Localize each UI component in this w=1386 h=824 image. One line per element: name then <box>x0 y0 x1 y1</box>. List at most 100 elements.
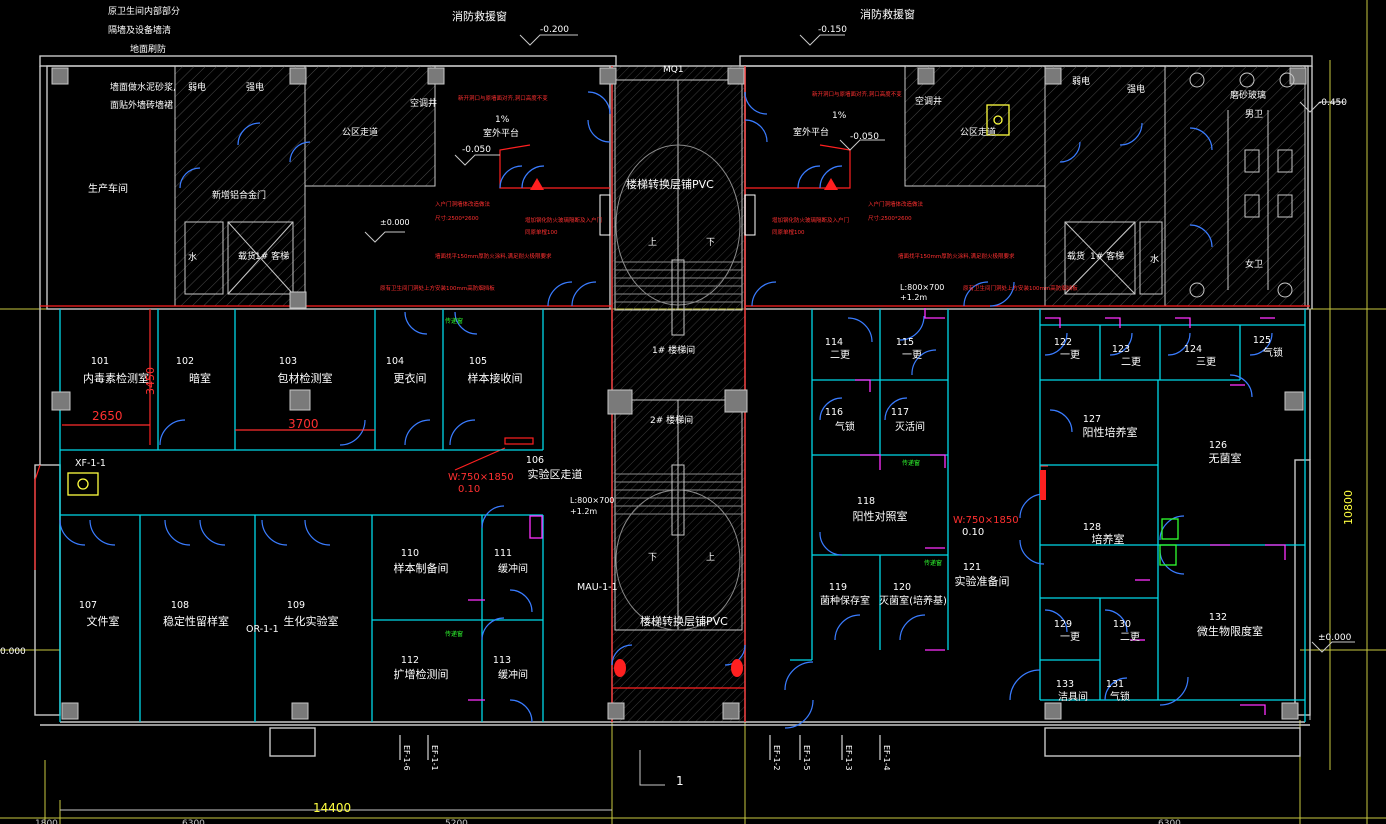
room-num: 131 <box>1106 679 1124 690</box>
room-num: 127 <box>1083 414 1101 425</box>
note-top-left-2: 隔墙及设备墙清 <box>108 24 171 36</box>
room-num: 107 <box>79 600 97 611</box>
label-strong-left: 强电 <box>246 81 264 93</box>
room-num: 122 <box>1054 337 1072 348</box>
label-weak-left: 弱电 <box>188 81 206 93</box>
tag-louver-right: L:800×700 <box>900 283 944 292</box>
room-num: 110 <box>401 548 419 559</box>
label-ac-shaft-left: 空调井 <box>410 97 437 109</box>
elevator-shafts <box>184 221 1163 295</box>
label-stair-pvc-bottom: 楼梯转换层铺PVC <box>640 614 728 628</box>
dim-3700: 3700 <box>288 417 319 431</box>
room-num: 117 <box>891 407 909 418</box>
tag-ef-5: EF-1-5 <box>802 745 811 771</box>
room-name: 无菌室 <box>1209 451 1242 465</box>
room-num: 116 <box>825 407 843 418</box>
room-name: 微生物限度室 <box>1197 624 1263 638</box>
room-num: 108 <box>171 600 189 611</box>
room-name: 二更 <box>1120 631 1140 643</box>
red-note-left-4: 增加钢化防火玻璃隔断及入户门 <box>525 216 602 224</box>
red-boundary <box>34 66 1310 722</box>
red-note-left-3: 尺寸:2500*2600 <box>435 214 479 222</box>
red-note-left-5: 同原单樘100 <box>525 228 558 236</box>
room-name: 扩增检测间 <box>394 667 449 681</box>
room-name: 菌种保存室 <box>820 594 870 607</box>
upper-area-labels: 生产车间 弱电 强电 公区走道 新增铝合金门 空调井 空调井 1% 1% 室外平… <box>88 75 1266 628</box>
room-name: 洁具间 <box>1058 690 1088 703</box>
room-name: 实验准备间 <box>955 574 1010 588</box>
dim-2650: 2650 <box>92 409 123 423</box>
room-num: 123 <box>1112 344 1130 355</box>
tag-mau: MAU-1-1 <box>577 582 618 593</box>
label-goods-right: 载货 <box>1067 250 1085 262</box>
room-num: 109 <box>287 600 305 611</box>
elev-right-side: ±0.000 <box>1318 633 1352 643</box>
room-num: 128 <box>1083 522 1101 533</box>
dim-5200: 5200 <box>445 819 468 824</box>
top-notes: 原卫生间内部部分 隔墙及设备墙清 地面刷防 墙面做水泥砂浆, 面贴外墙砖墙裙 <box>108 5 180 111</box>
dim-14400: 14400 <box>313 801 351 815</box>
label-strong-right: 强电 <box>1127 83 1145 95</box>
room-name: 阳性培养室 <box>1083 425 1138 439</box>
tag-pass-box: 传递窗 <box>902 459 920 467</box>
label-corridor-left: 公区走道 <box>342 126 378 138</box>
label-up-1: 上 <box>648 237 657 248</box>
room-num: 126 <box>1209 440 1227 451</box>
tag-window-right-sill: 0.10 <box>962 527 984 538</box>
dimension-lines-bottom <box>60 310 1311 811</box>
label-aluminium-door: 新增铝合金门 <box>212 189 266 201</box>
label-platform-right: 室外平台 <box>793 126 829 138</box>
room-name: 一更 <box>902 349 922 361</box>
room-num: 129 <box>1054 619 1072 630</box>
room-num: 112 <box>401 655 419 666</box>
room-name: 缓冲间 <box>498 562 528 575</box>
room-num: 103 <box>279 356 297 367</box>
label-stair-2: 2# 楼梯间 <box>650 414 693 426</box>
dim-3450: 3450 <box>144 367 157 395</box>
room-name: 缓冲间 <box>498 668 528 681</box>
elev-far-right: -0.450 <box>1318 98 1347 108</box>
label-stair-1: 1# 楼梯间 <box>652 344 695 356</box>
tag-ef-4: EF-1-4 <box>882 745 891 771</box>
red-note-right-2: 入户门洞墙体改造做法 <box>868 200 924 208</box>
room-name: 气锁 <box>835 420 855 433</box>
room-num: 130 <box>1113 619 1131 630</box>
elev-right-top: -0.150 <box>818 25 847 35</box>
label-down-1: 下 <box>706 238 715 248</box>
label-water-right: 水 <box>1150 253 1159 265</box>
red-note-left-6: 墙面找平150mm厚防火涂料,满足耐火极限要求 <box>435 252 552 260</box>
elev-left-platform: -0.050 <box>462 145 491 155</box>
tag-window-left-sill: 0.10 <box>458 484 480 495</box>
dim-6300: 6300 <box>182 819 205 824</box>
room-num: 106 <box>526 455 544 466</box>
room-name: 样本制备间 <box>394 561 449 575</box>
room-name: 一更 <box>1060 631 1080 643</box>
room-num: 125 <box>1253 335 1271 346</box>
dim-6300-right: 6300 <box>1158 819 1181 824</box>
label-down-2: 下 <box>648 553 657 563</box>
red-note-right-3: 尺寸:2500*2600 <box>868 214 912 222</box>
equipment-tags: XF-1-1 OR-1-1 MAU-1-1 W:750×1850 0.10 W:… <box>75 283 1019 638</box>
toilet-fixtures <box>1189 72 1295 298</box>
room-num: 124 <box>1184 344 1202 355</box>
equipment-markers <box>67 104 1179 566</box>
elev-left-side: 0.000 <box>0 647 26 657</box>
room-num: 102 <box>176 356 194 367</box>
dimension-labels: 2650 3700 3450 10800 14400 1800 6300 520… <box>35 367 1355 824</box>
label-elevator-left: 1# 客梯 <box>255 250 289 262</box>
room-labels: 101 内毒素检测室 102 暗室 103 包材检测室 104 更衣间 105 … <box>79 335 1283 703</box>
mq1-label: MQ1 <box>663 65 684 75</box>
partitions <box>59 309 1306 722</box>
tag-window-right: W:750×1850 <box>953 515 1019 526</box>
label-men: 男卫 <box>1245 109 1263 120</box>
elevation-markers <box>364 34 1355 653</box>
red-note-left-2: 入户门洞墙体改造做法 <box>435 200 491 208</box>
red-note-right-6: 墙面找平150mm厚防火涂料,满足耐火极限要求 <box>898 252 1015 260</box>
note-wall-finish: 墙面做水泥砂浆, <box>110 81 176 93</box>
tag-ef-1: EF-1-1 <box>430 745 439 771</box>
note-wall-tile: 面贴外墙砖墙裙 <box>110 99 173 111</box>
room-name: 灭活间 <box>895 420 925 433</box>
room-name: 包材检测室 <box>278 371 333 385</box>
note-top-left-1: 原卫生间内部部分 <box>108 5 180 17</box>
